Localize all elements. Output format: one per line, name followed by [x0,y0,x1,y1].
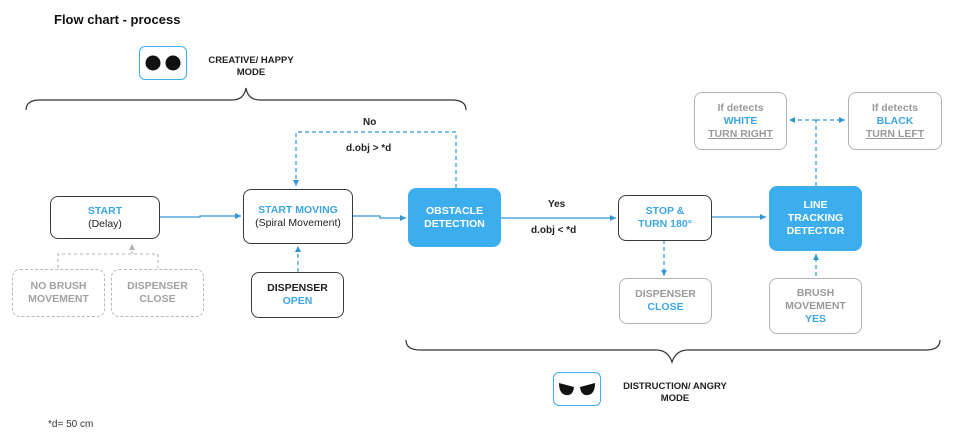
edge-start-to-moving [160,213,241,219]
node-brush-yes-line3: YES [804,312,826,325]
node-dispenser-close-2-line2: CLOSE [647,301,684,313]
edge-label-no-condition: d.obj > *d [346,143,392,154]
node-brush-movement-yes: BRUSH MOVEMENT YES [769,278,862,334]
angry-mode-label: DISTRUCTION/ ANGRY MODE [610,381,740,405]
node-dispenser-close-1-line2: CLOSE [139,293,176,305]
node-start-moving-line1: START MOVING [258,203,338,216]
angry-eyes-icon [553,372,601,406]
happy-mode-line1: CREATIVE/ HAPPY [208,55,294,66]
node-brush-yes-line2: MOVEMENT [785,299,846,312]
node-line-tracking-line1: LINE [803,199,828,211]
node-black-line2: BLACK [876,114,914,127]
edge-label-no: No [363,117,377,128]
edge-label-yes: Yes [548,199,566,210]
node-start-line1: START [87,204,123,217]
edge-grey-to-start [57,253,159,268]
node-obstacle-line2: DETECTION [424,217,485,230]
angry-mode-line1: DISTRUCTION/ ANGRY [623,381,727,392]
page-title: Flow chart - process [54,12,181,27]
angry-mode-brace [405,339,941,364]
node-no-brush-line1: NO BRUSH [30,280,87,292]
node-stop-turn-line1: STOP & [645,205,685,217]
edge-label-yes-condition: d.obj < *d [531,225,577,236]
footnote: *d= 50 cm [48,419,94,430]
node-no-brush-line2: MOVEMENT [28,293,89,305]
node-line-tracking-line3: DETECTOR [786,225,845,237]
node-dispenser-close-1-line1: DISPENSER [127,280,188,292]
node-dispenser-open-line2: OPEN [282,295,313,307]
node-start: START (Delay) [50,196,160,239]
node-if-detects-black: If detects BLACK TURN LEFT [848,92,942,150]
node-white-line2: WHITE [723,114,758,127]
node-white-line3: TURN RIGHT [708,127,773,140]
edge-moving-to-obstacle [353,215,406,221]
node-black-line3: TURN LEFT [865,127,925,140]
node-dispenser-close-2-line1: DISPENSER [635,288,696,300]
node-if-detects-white: If detects WHITE TURN RIGHT [694,92,787,150]
node-start-line2: (Delay) [88,217,122,230]
node-start-moving-line2: (Spiral Movement) [255,216,341,229]
node-start-moving: START MOVING (Spiral Movement) [243,189,353,244]
node-obstacle-detection: OBSTACLE DETECTION [408,188,501,247]
node-black-line1: If detects [871,101,919,114]
node-dispenser-open-line1: DISPENSER [267,282,328,294]
node-dispenser-close-2: DISPENSER CLOSE [619,278,712,324]
node-dispenser-close-1: DISPENSER CLOSE [111,269,204,317]
node-stop-turn: STOP & TURN 180° [618,195,712,241]
happy-mode-line2: MODE [236,67,266,78]
node-brush-yes-line1: BRUSH [796,286,835,299]
node-obstacle-line1: OBSTACLE [426,204,483,217]
node-no-brush-movement: NO BRUSH MOVEMENT [12,269,105,317]
happy-eyes-icon [139,46,187,80]
happy-mode-brace [25,87,467,111]
happy-mode-label: CREATIVE/ HAPPY MODE [196,55,306,79]
node-white-line1: If detects [717,101,764,114]
node-line-tracking-line2: TRACKING [787,212,844,224]
node-line-tracking-detector: LINE TRACKING DETECTOR [769,186,862,251]
angry-mode-line2: MODE [660,393,690,404]
node-dispenser-open: DISPENSER OPEN [251,272,344,318]
node-stop-turn-line2: TURN 180° [638,218,692,230]
edge-no-loop [293,131,457,188]
